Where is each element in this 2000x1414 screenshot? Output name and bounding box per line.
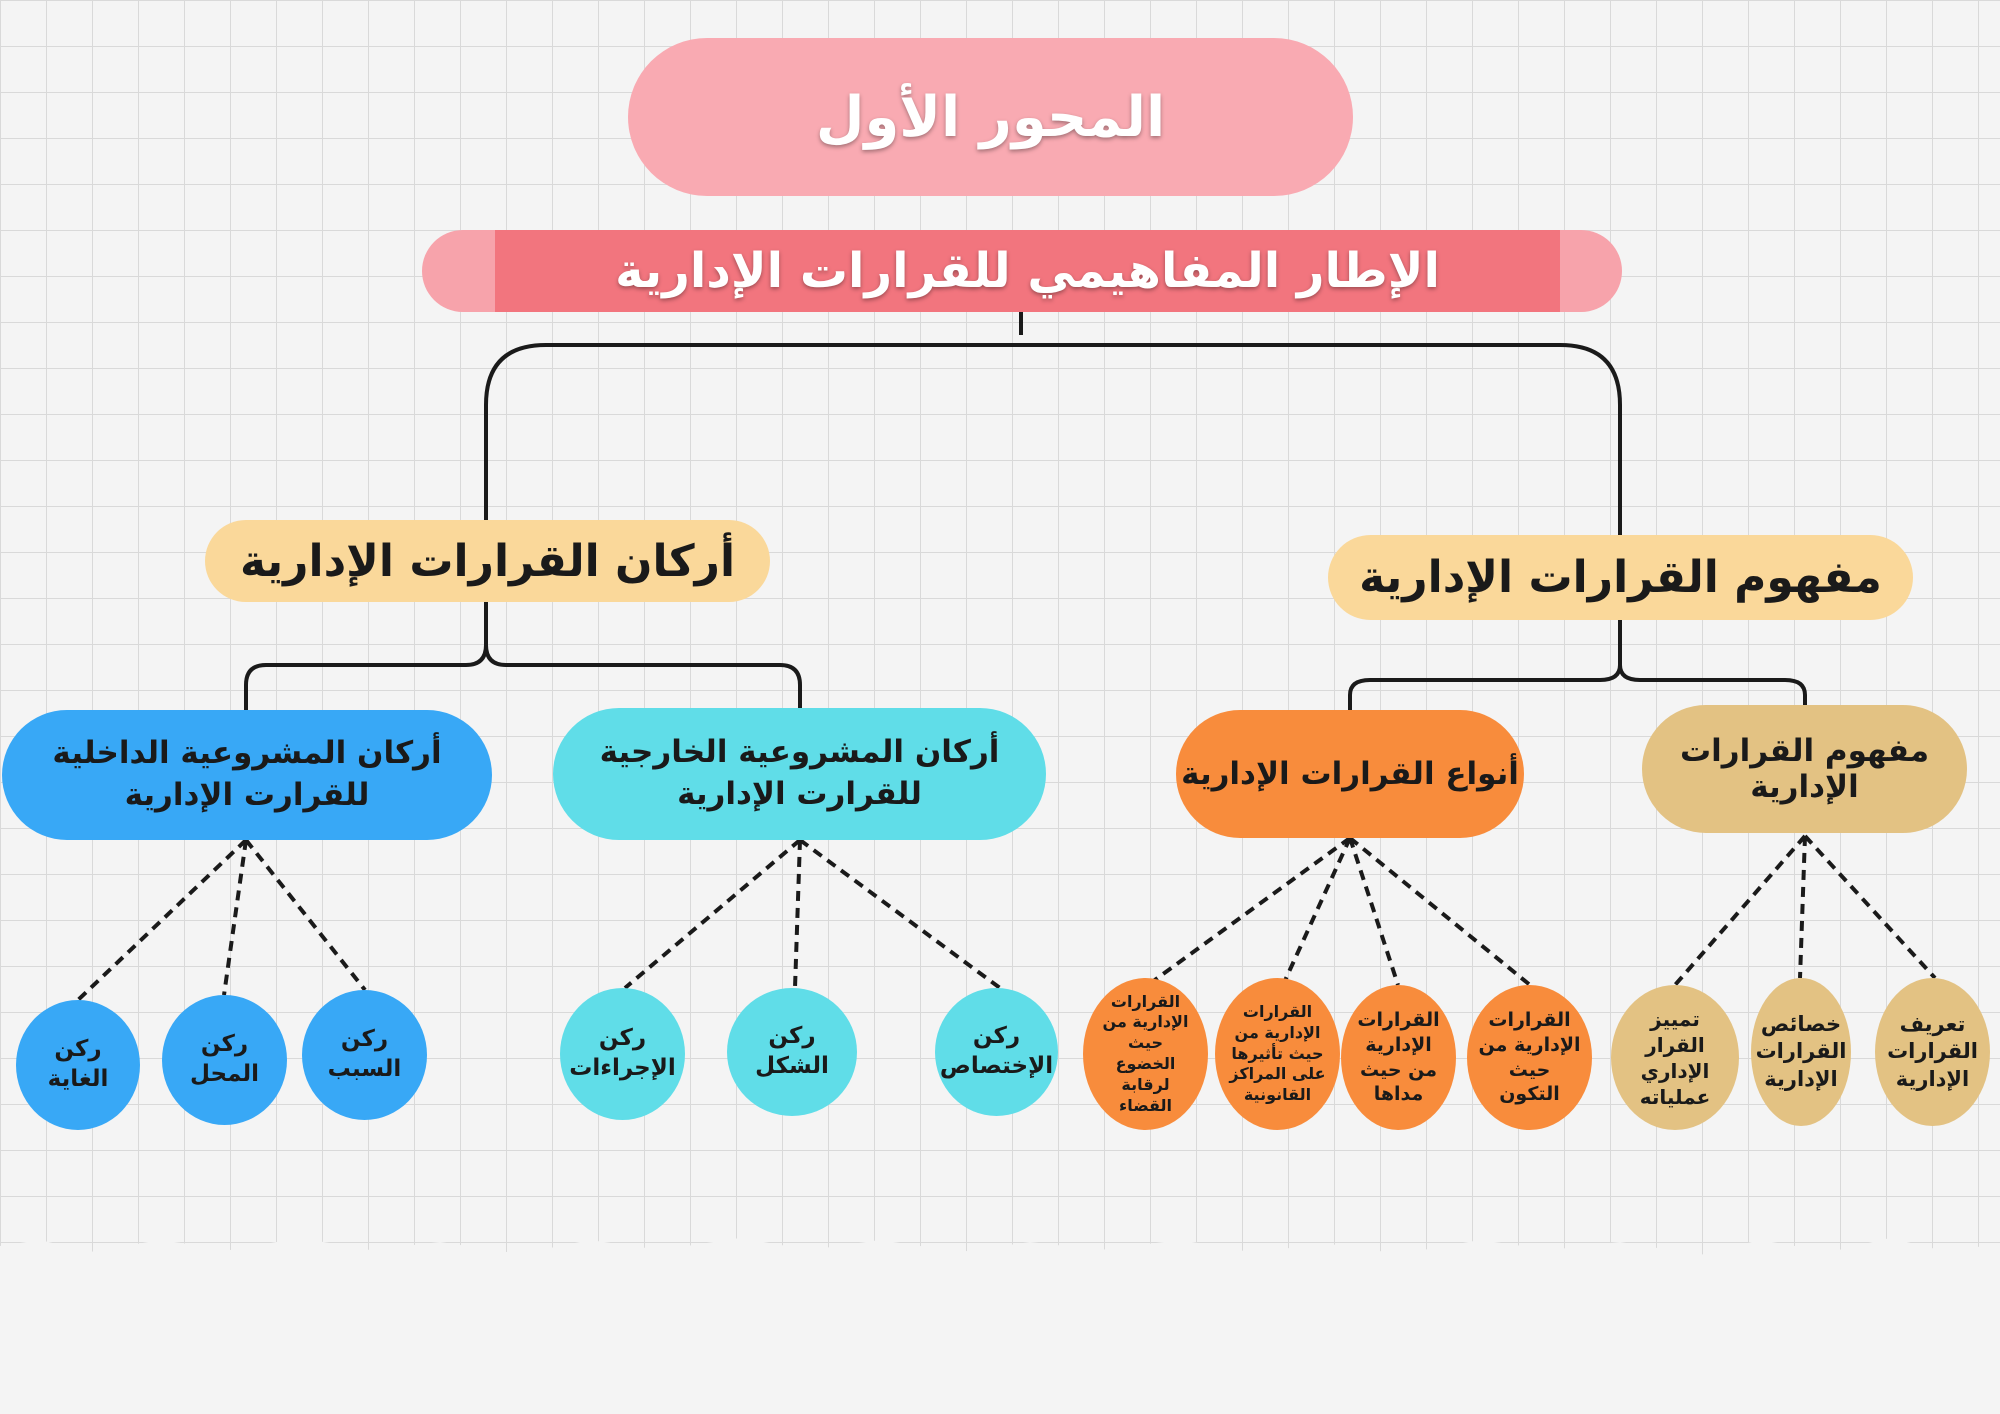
leaf-type-legal-effect-label: القرارات الإدارية من حيث تأثيرها على الم… [1229, 1002, 1326, 1105]
branch-pillars-label: أركان القرارات الإدارية [239, 535, 736, 587]
leaf-definition-label: تعريف القرارات الإدارية [1887, 1012, 1978, 1091]
leaf-type-scope-label: القرارات الإدارية من حيث مداها [1357, 1009, 1440, 1106]
leaf-cause: ركن السبب [302, 990, 427, 1120]
leaf-subject-label: ركن المحل [189, 1031, 260, 1087]
branch-concept-label: مفهوم القرارات الإدارية [1359, 552, 1882, 603]
leaf-procedures: ركن الإجراءات [560, 988, 685, 1120]
leaf-type-formation: القرارات الإدارية من حيث التكون [1467, 985, 1592, 1130]
leaf-type-scope: القرارات الإدارية من حيث مداها [1341, 985, 1456, 1130]
leaf-purpose-label: ركن الغاية [47, 1036, 109, 1092]
subbranch-internal-label: أركان المشروعية الداخلية للقرارت الإداري… [52, 735, 442, 813]
leaf-form: ركن الشكل [727, 988, 857, 1116]
subbranch-external-label: أركان المشروعية الخارجية للقرارت الإداري… [599, 734, 1000, 812]
subbranch-concept: مفهوم القرارات الإدارية [1642, 705, 1967, 833]
leaf-distinction-label: تمييز القرار الإداري عملياته [1639, 1006, 1711, 1109]
leaf-characteristics-label: خصائص القرارات الإدارية [1755, 1012, 1847, 1091]
leaf-distinction: تمييز القرار الإداري عملياته [1611, 985, 1739, 1130]
leaf-competence-label: ركن الإختصاص [939, 1023, 1054, 1079]
subbranch-concept-label: مفهوم القرارات الإدارية [1679, 733, 1930, 805]
title-pill: المحور الأول [628, 38, 1353, 196]
subtitle-text: الإطار المفاهيمي للقرارات الإدارية [615, 243, 1440, 299]
leaf-purpose: ركن الغاية [16, 1000, 140, 1130]
leaf-type-legal-effect: القرارات الإدارية من حيث تأثيرها على الم… [1215, 978, 1340, 1130]
subbranch-types: أنواع القرارات الإدارية [1176, 710, 1524, 838]
leaf-type-judicial-review: القرارات الإدارية من حيث الخضوع لرقابة ا… [1083, 978, 1208, 1130]
leaf-type-formation-label: القرارات الإدارية من حيث التكون [1478, 1009, 1581, 1106]
leaf-characteristics: خصائص القرارات الإدارية [1751, 978, 1851, 1126]
leaf-cause-label: ركن السبب [327, 1026, 402, 1082]
branch-pillars: أركان القرارات الإدارية [205, 520, 770, 602]
branch-concept: مفهوم القرارات الإدارية [1328, 535, 1913, 620]
subbranch-types-label: أنواع القرارات الإدارية [1181, 756, 1519, 792]
leaf-competence: ركن الإختصاص [935, 988, 1058, 1116]
leaf-definition: تعريف القرارات الإدارية [1875, 978, 1990, 1126]
leaf-type-judicial-review-label: القرارات الإدارية من حيث الخضوع لرقابة ا… [1102, 991, 1189, 1115]
subtitle-band: الإطار المفاهيمي للقرارات الإدارية [495, 230, 1560, 312]
subbranch-internal: أركان المشروعية الداخلية للقرارت الإداري… [2, 710, 492, 840]
title-text: المحور الأول [815, 84, 1166, 150]
leaf-form-label: ركن الشكل [755, 1023, 829, 1079]
leaf-subject: ركن المحل [162, 995, 287, 1125]
subbranch-external: أركان المشروعية الخارجية للقرارت الإداري… [553, 708, 1046, 840]
leaf-procedures-label: ركن الإجراءات [569, 1025, 676, 1081]
